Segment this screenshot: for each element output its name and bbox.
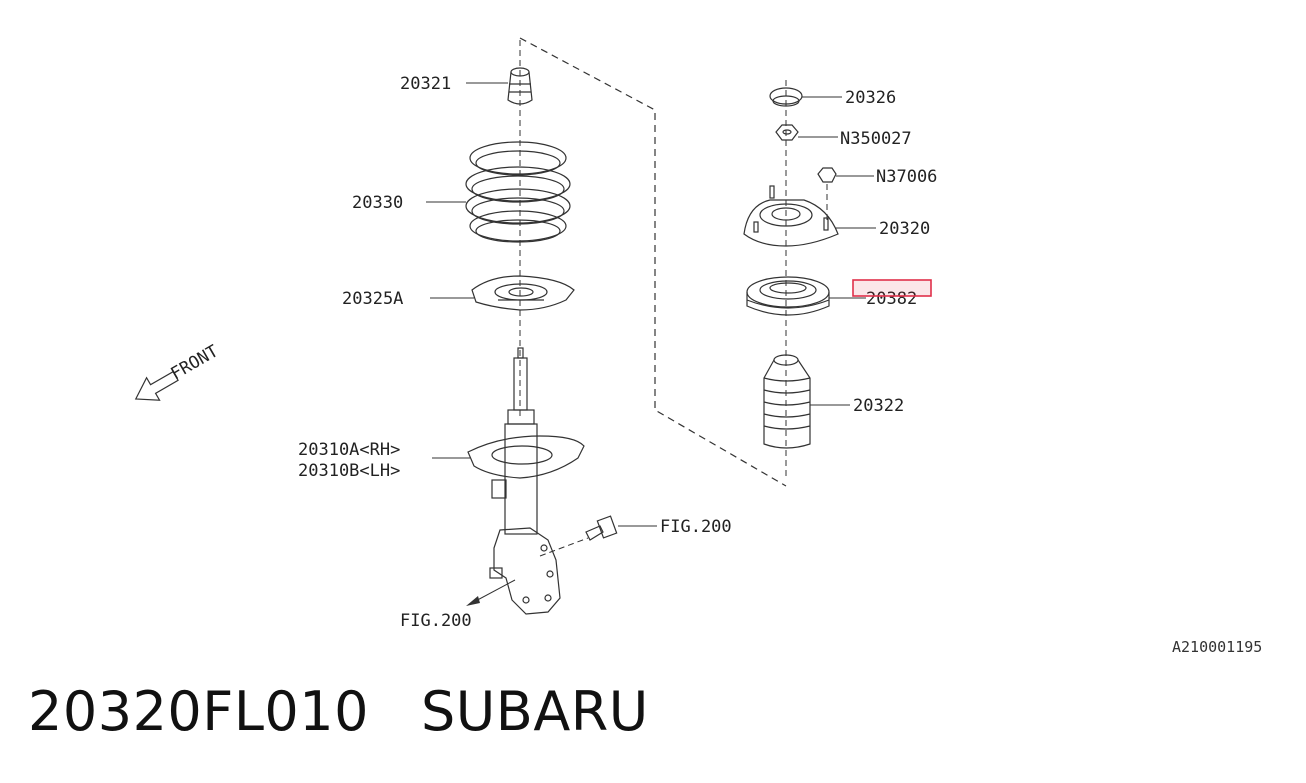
coil-spring-20330[interactable] [465, 141, 571, 243]
bolt-to-fig200[interactable] [585, 515, 618, 541]
label-front: FRONT [168, 341, 222, 384]
arrowhead-fig200-bottom [466, 596, 480, 606]
label-20382: 20382 [866, 289, 917, 309]
brand-name: SUBARU [421, 680, 649, 743]
bearing-20382[interactable] [746, 276, 830, 316]
nut-n37006[interactable] [817, 167, 837, 183]
bump-stop-20321[interactable] [507, 67, 533, 105]
label-20321: 20321 [400, 74, 451, 94]
highlight-box-20382 [852, 279, 932, 297]
spring-seat-20325a[interactable] [471, 275, 575, 311]
strut-assembly-20310[interactable] [467, 347, 585, 615]
label-n350027: N350027 [840, 129, 912, 149]
part-number: 20320FL010 [28, 680, 369, 743]
label-20326: 20326 [845, 88, 896, 108]
label-20310a: 20310A<RH> [298, 440, 400, 460]
assembly-dash-outline [519, 37, 787, 487]
label-fig200-right[interactable]: FIG.200 [660, 517, 732, 537]
nut-n350027[interactable] [775, 124, 799, 141]
label-20330: 20330 [352, 193, 403, 213]
label-20322: 20322 [853, 396, 904, 416]
label-n37006: N37006 [876, 167, 937, 187]
front-arrow [134, 370, 179, 401]
label-fig200-bottom[interactable]: FIG.200 [400, 611, 472, 631]
bolt-center-line [539, 537, 589, 557]
dust-boot-20322[interactable] [763, 354, 811, 449]
label-20325a: 20325A [342, 289, 403, 309]
exploded-view-svg: 20321 20330 20325A 2 [134, 37, 1262, 656]
strut-mount-20320[interactable] [743, 185, 839, 247]
drawing-code: A210001195 [1172, 638, 1262, 656]
part-footer: 20320FL010 SUBARU [28, 680, 649, 743]
cap-20326[interactable] [769, 87, 803, 107]
label-20310b: 20310B<LH> [298, 461, 400, 481]
label-20320: 20320 [879, 219, 930, 239]
